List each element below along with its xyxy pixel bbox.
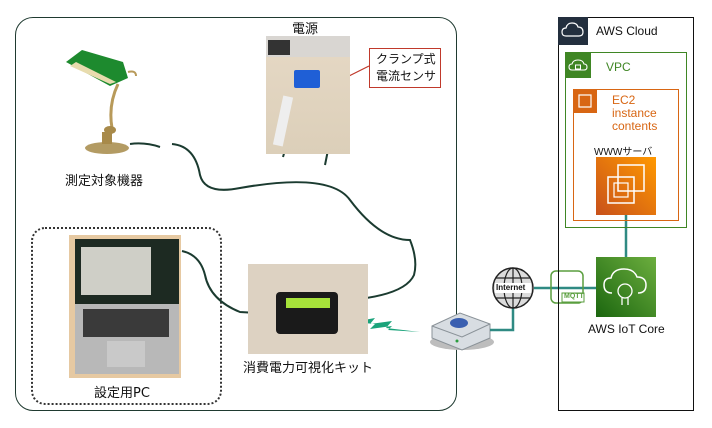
aws-cloud-icon: [558, 17, 588, 45]
clamp-sensor-icon: [294, 70, 320, 88]
vpc-title: VPC: [606, 60, 631, 74]
ec2-instance-icon: [596, 157, 656, 215]
wireless-signal-icon: [353, 318, 420, 332]
internet-label: Internet: [496, 283, 526, 292]
iot-core-label: AWS IoT Core: [588, 322, 665, 336]
aws-iot-core-icon[interactable]: [596, 257, 656, 317]
local-site-frame: [15, 17, 457, 411]
desk-lamp-icon: [66, 50, 137, 154]
ec2-title-line-2: instance: [612, 106, 657, 120]
kit-label: 消費電力可視化キット: [243, 361, 374, 376]
power-outlet-photo: [266, 36, 350, 154]
kit-photo: [248, 264, 368, 354]
lcd-display: [286, 298, 330, 308]
router-icon: [430, 312, 494, 351]
router-internet-link: [490, 303, 515, 332]
laptop-photo: [69, 235, 181, 378]
ec2-title-line-3: contents: [612, 119, 658, 133]
ec2-group: [573, 89, 679, 221]
aws-cloud-title: AWS Cloud: [596, 24, 658, 38]
ec2-chip-icon: [573, 89, 597, 113]
power-label: 電源: [292, 22, 319, 37]
aws-cloud-group: [558, 17, 694, 411]
vpc-lock-icon: [565, 52, 591, 78]
www-server-label: WWWサーバ: [594, 147, 653, 158]
vpc-group: [565, 52, 687, 228]
pc-label: 設定用PC: [94, 386, 150, 401]
ec2-title: EC2 instance contents: [612, 94, 657, 133]
mqtt-icon: [550, 270, 585, 304]
internet-globe-icon: [492, 267, 534, 309]
pc-group-frame: [31, 227, 222, 405]
mqtt-label: MQTT: [564, 293, 584, 300]
ec2-title-line-1: EC2: [612, 93, 636, 107]
sensor-callout: クランプ式 電流センサ: [369, 48, 441, 88]
callout-line-2: 電流センサ: [376, 69, 437, 83]
callout-line-1: クランプ式: [376, 52, 436, 66]
usb-cable: [181, 250, 276, 315]
target-device-label: 測定対象機器: [65, 174, 144, 189]
